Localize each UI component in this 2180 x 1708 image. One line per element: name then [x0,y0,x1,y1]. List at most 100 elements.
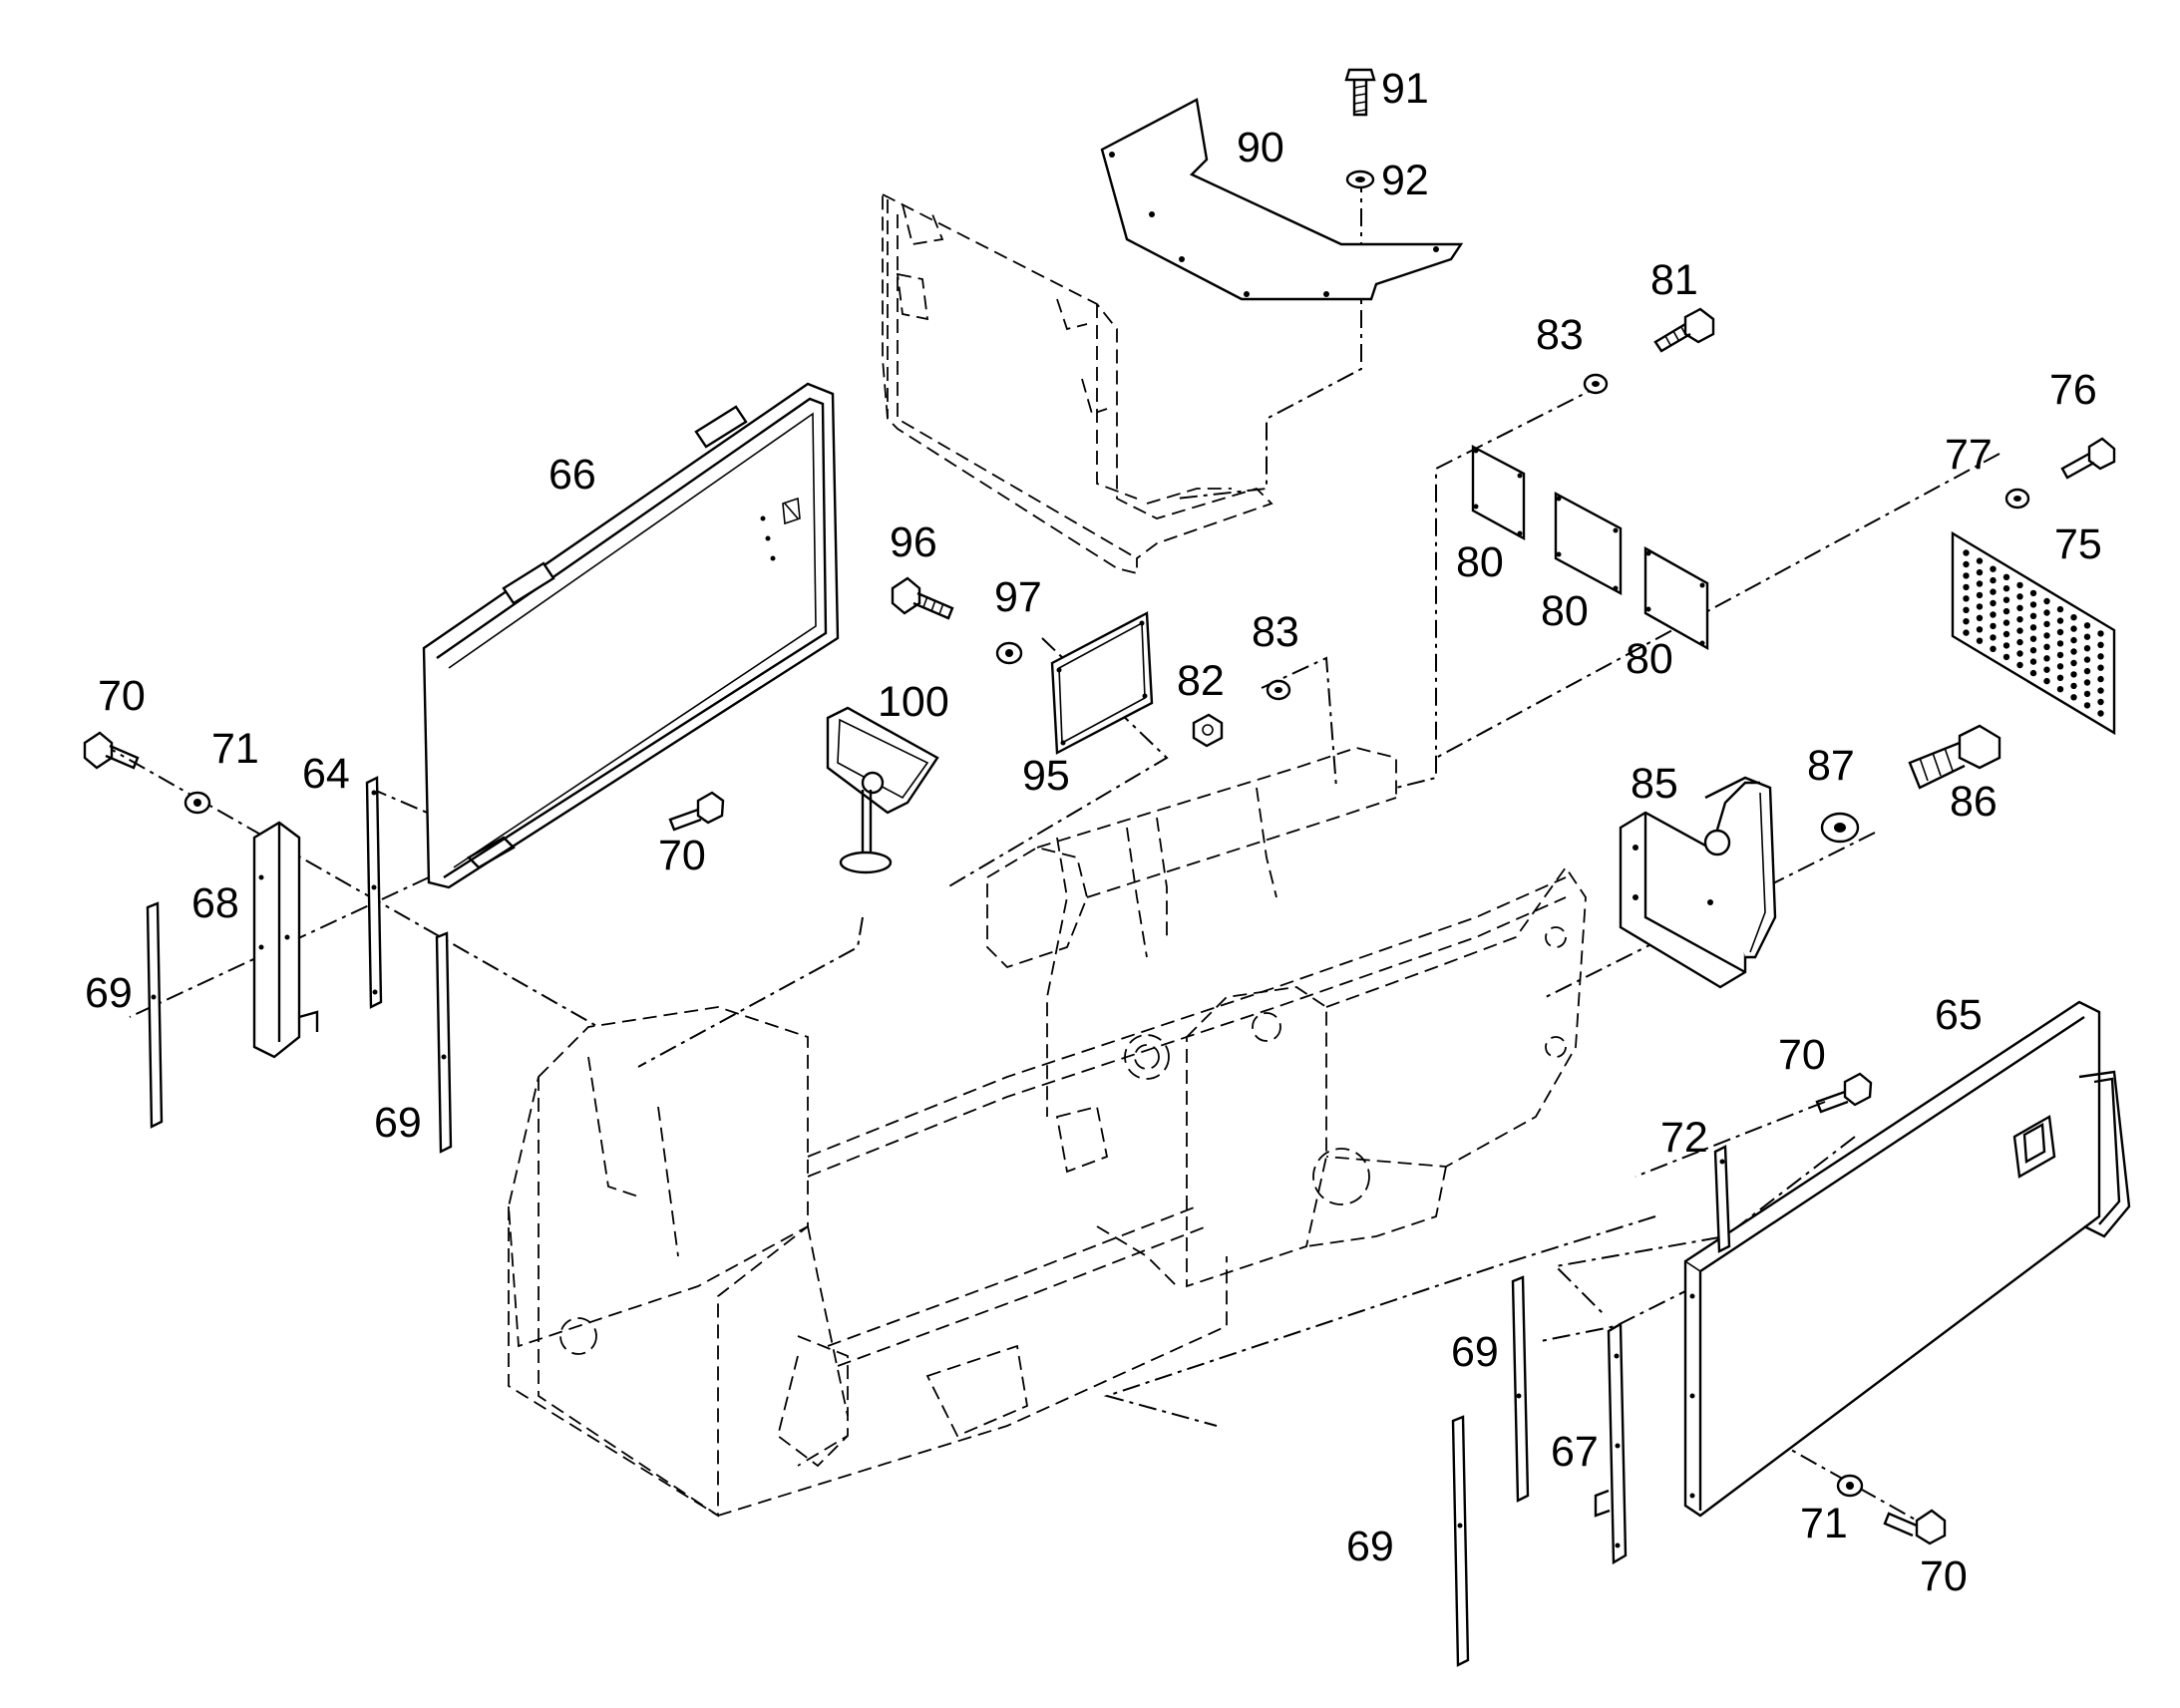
grille-hole [2029,624,2037,631]
bolt-91 [1344,68,1376,117]
grille-hole [2043,632,2050,639]
callout-90: 90 [1237,124,1284,171]
callout-81: 81 [1650,256,1698,304]
grille-hole [2002,585,2010,592]
grille-hole [2056,628,2064,636]
grille-hole [2097,630,2104,637]
callout-87: 87 [1807,742,1855,790]
grille-hole [2029,589,2037,597]
grille-hole [1990,634,1997,641]
callout-65: 65 [1935,991,1983,1039]
grille-hole [2043,666,2050,673]
callout-86: 86 [1950,778,1998,826]
grille-hole [1976,626,1984,633]
grille-hole [2016,627,2023,634]
hinge-strip-64 [365,776,383,1009]
grille-hole [1976,603,1984,610]
strap-69-d [1451,1415,1470,1667]
callout-95: 95 [1022,752,1070,800]
callout-80: 80 [1456,538,1504,586]
grille-hole [2083,656,2091,663]
grille-hole [1963,583,1970,591]
door-65 [1683,1000,2131,1518]
grille-hole [1990,588,1997,595]
washer-92 [1345,170,1375,189]
callout-83: 83 [1536,311,1584,359]
washer-83-a [1266,679,1291,701]
callout-70: 70 [1920,1552,1968,1600]
callout-68: 68 [191,879,239,927]
callout-82: 82 [1177,657,1225,705]
grille-hole [2016,593,2023,600]
callout-67: 67 [1551,1428,1599,1476]
bolt-76 [2060,437,2116,480]
grille-hole [2016,604,2023,611]
grille-hole [2043,643,2050,650]
small-plate-80-b [1554,491,1623,596]
bolt-96 [891,576,954,620]
grille-hole [1976,580,1984,587]
grille-hole [1963,560,1970,568]
grille-hole [2070,614,2077,621]
grille-hole [1976,557,1984,564]
grille-hole [2070,694,2077,701]
upper-bracket [882,192,1273,575]
grille-hole [2002,630,2010,638]
callout-64: 64 [302,750,350,798]
grille-hole [1976,568,1984,576]
callout-75: 75 [2054,520,2102,568]
door-66 [422,382,840,889]
callout-70: 70 [658,832,706,879]
washer-87 [1820,812,1860,844]
grille-hole [2029,647,2037,654]
grille-hole [2043,597,2050,605]
top-shield-plate [1100,98,1464,301]
grille-hole [2016,661,2023,669]
grille-hole [1963,618,1970,625]
grille-hole [2016,638,2023,646]
grille-hole [2070,625,2077,632]
grille-hole [2097,687,2104,694]
grille-hole [2070,648,2077,655]
callout-97: 97 [994,573,1042,621]
grille-hole [2097,698,2104,706]
callout-83: 83 [1252,608,1299,656]
grille-hole [1963,549,1970,556]
grille-hole [1990,599,1997,607]
grille-holes [1963,549,2104,717]
grille-hole [1990,576,1997,584]
washer-77 [2004,488,2030,510]
grille-hole [1963,572,1970,579]
strap-69-a [146,901,164,1129]
strap-69-b [435,931,453,1154]
bolt-81 [1653,307,1715,353]
callout-77: 77 [1945,431,1993,479]
grille-hole [2083,690,2091,698]
strip-72 [1713,1145,1731,1253]
grille-plate-75 [1951,530,2116,736]
grille-hole [2056,640,2064,647]
callout-85: 85 [1631,760,1678,808]
grille-hole [2097,710,2104,717]
callout-70: 70 [1778,1031,1826,1079]
strip-67 [1594,1321,1628,1565]
mirror-100 [826,706,939,874]
grille-hole [1976,614,1984,621]
grille-hole [2056,686,2064,693]
grille-hole [1963,595,1970,602]
grille-hole [2002,573,2010,580]
grille-hole [2097,653,2104,660]
callout-66: 66 [548,451,596,499]
callout-80: 80 [1541,587,1589,635]
washer-71-b [1836,1474,1864,1498]
bolt-70-a [83,731,140,770]
grille-hole [2056,605,2064,613]
angle-bracket-68 [252,821,319,1059]
grille-hole [2056,651,2064,659]
grille-hole [2029,601,2037,608]
grille-hole [2070,636,2077,644]
callout-69: 69 [1346,1523,1394,1570]
grille-hole [2029,658,2037,665]
grille-hole [2016,650,2023,657]
